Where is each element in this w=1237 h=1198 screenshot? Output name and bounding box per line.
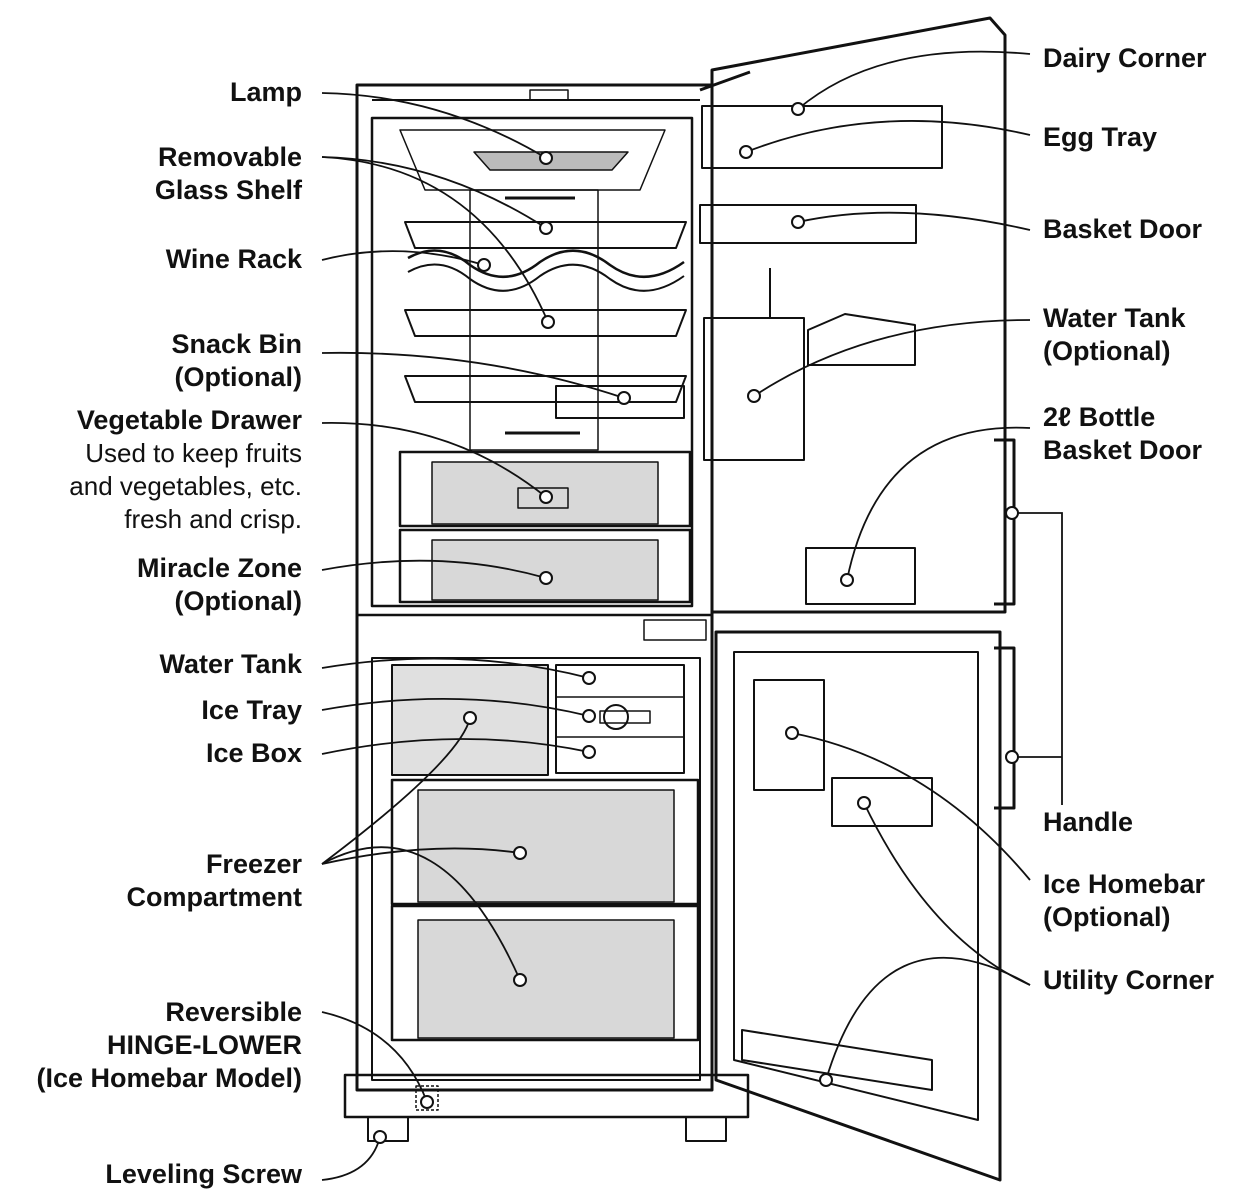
- label-removable-glass-shelf: Removable Glass Shelf: [154, 142, 302, 205]
- vegetable-drawer-description-3: fresh and crisp.: [124, 504, 302, 534]
- callout-dots: [373, 102, 1019, 1144]
- label-vegetable-drawer: Vegetable Drawer Used to keep fruits and…: [69, 405, 302, 534]
- leader-lines: [321, 50, 1063, 1181]
- label-snack-bin: Snack Bin (Optional): [171, 329, 302, 392]
- label-freezer-compartment: Freezer Compartment: [126, 849, 302, 912]
- label-handle: Handle: [1043, 807, 1134, 837]
- label-leveling-screw: Leveling Screw: [105, 1159, 302, 1189]
- label-bottle-basket-door: 2ℓ Bottle Basket Door: [1043, 402, 1203, 465]
- label-utility-corner: Utility Corner: [1043, 965, 1215, 995]
- label-dairy-corner: Dairy Corner: [1043, 43, 1207, 73]
- vegetable-drawer-description-2: and vegetables, etc.: [69, 471, 302, 501]
- label-miracle-zone: Miracle Zone (Optional): [136, 553, 302, 616]
- label-egg-tray: Egg Tray: [1043, 122, 1158, 152]
- label-ice-box: Ice Box: [205, 738, 302, 768]
- label-basket-door: Basket Door: [1043, 214, 1203, 244]
- label-wine-rack: Wine Rack: [165, 244, 302, 274]
- label-water-tank: Water Tank: [159, 649, 302, 679]
- label-water-tank-optional: Water Tank (Optional): [1043, 303, 1186, 366]
- vegetable-drawer-description-1: Used to keep fruits: [85, 438, 302, 468]
- label-reversible-hinge-lower: Reversible HINGE-LOWER (Ice Homebar Mode…: [36, 997, 302, 1093]
- refrigerator-body: [343, 16, 1016, 1182]
- label-ice-tray: Ice Tray: [201, 695, 302, 725]
- label-lamp: Lamp: [229, 77, 302, 107]
- label-ice-homebar: Ice Homebar (Optional): [1043, 869, 1206, 932]
